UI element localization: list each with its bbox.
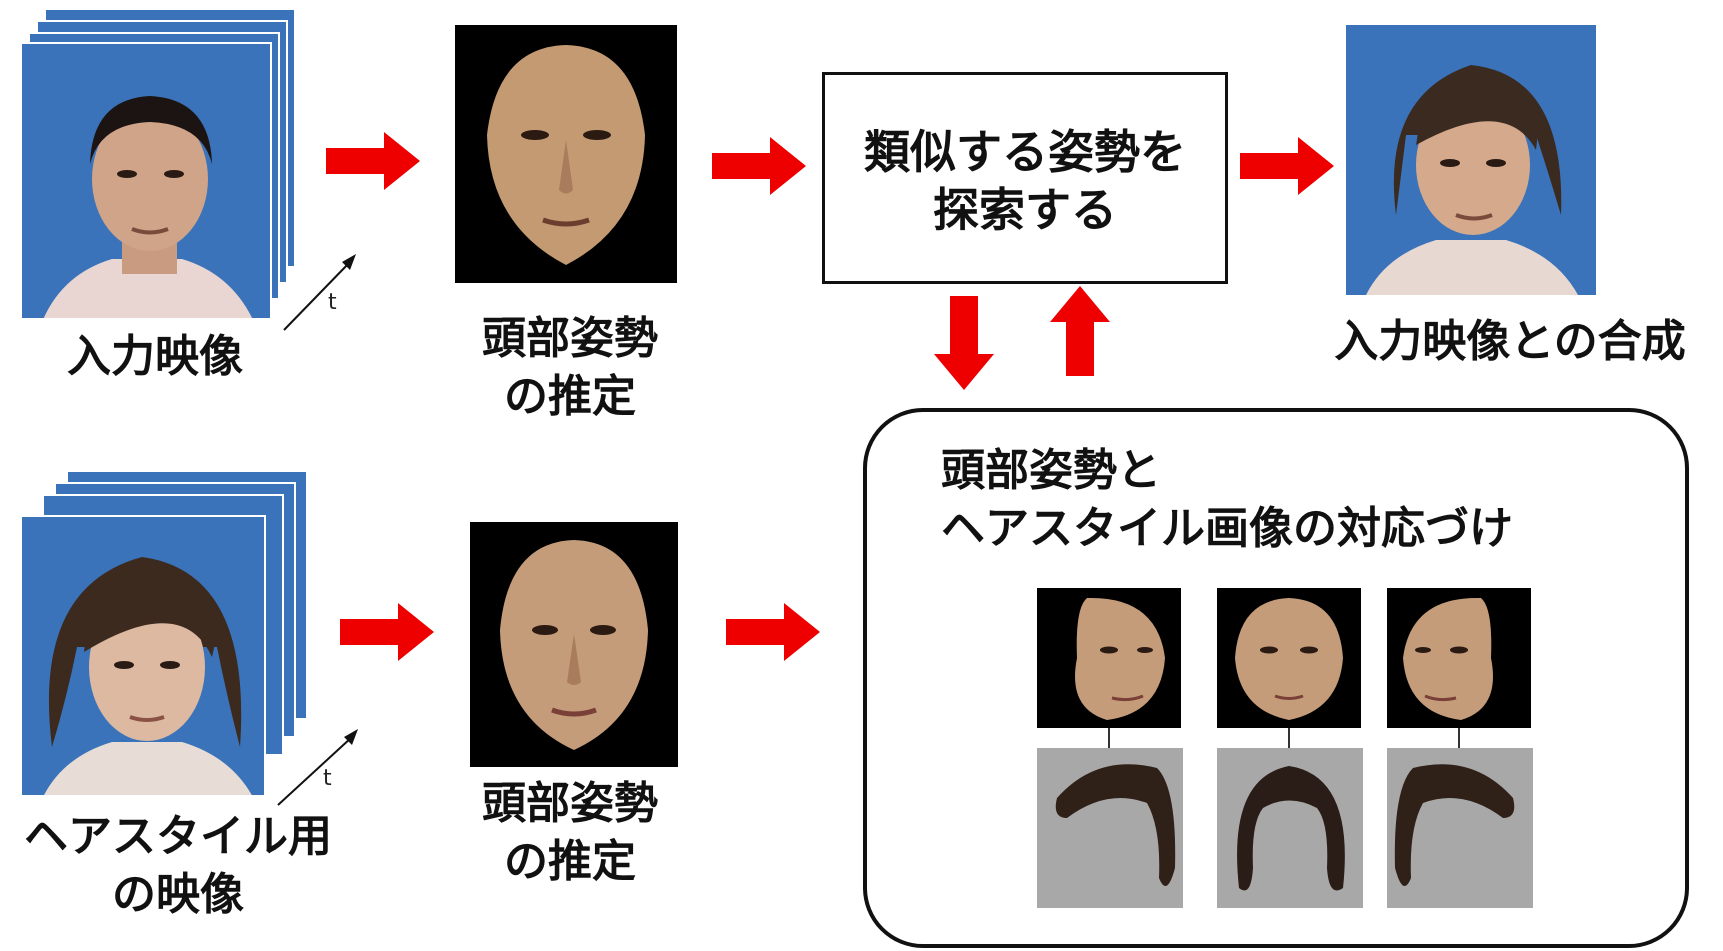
hairstyle-image-left	[1037, 748, 1183, 908]
connector-center	[1288, 728, 1290, 748]
time-label-2: t	[323, 766, 332, 791]
correspondence-title: 頭部姿勢と ヘアスタイル画像の対応づけ	[941, 445, 1513, 554]
hairstyle-image-right	[1387, 748, 1533, 908]
head-pose-face-top	[455, 25, 677, 283]
time-label: t	[328, 290, 337, 315]
head-pose-estimation-label-bottom: 頭部姿勢 の推定	[482, 778, 658, 887]
connector-left	[1108, 728, 1110, 748]
search-box-label: 類似する姿勢を 探索する	[864, 125, 1186, 237]
pose-face-right	[1387, 588, 1531, 728]
arrow-right-1	[326, 132, 420, 190]
composite-label: 入力映像との合成	[1334, 316, 1686, 367]
arrow-right-5	[726, 603, 820, 661]
head-pose-estimation-label-top: 頭部姿勢 の推定	[482, 313, 658, 422]
hairstyle-person-photo	[22, 517, 264, 795]
arrow-right-3	[1240, 137, 1334, 195]
input-video-frame	[20, 42, 272, 320]
composite-result-photo	[1346, 25, 1596, 295]
arrow-up	[1050, 286, 1110, 376]
time-axis-arrow-2	[277, 729, 358, 806]
arrow-right-2	[712, 137, 806, 195]
time-axis-arrow	[283, 254, 356, 331]
hairstyle-image-center	[1217, 748, 1363, 908]
search-similar-pose-box: 類似する姿勢を 探索する	[822, 72, 1228, 284]
pose-face-center	[1217, 588, 1361, 728]
hairstyle-video-frame	[20, 515, 266, 797]
pose-face-left	[1037, 588, 1181, 728]
pose-hairstyle-correspondence-box: 頭部姿勢と ヘアスタイル画像の対応づけ	[863, 408, 1689, 948]
connector-right	[1458, 728, 1460, 748]
head-pose-face-bottom	[470, 522, 678, 767]
input-person-photo	[22, 44, 270, 318]
input-video-label: 入力映像	[67, 331, 243, 382]
arrow-right-4	[340, 603, 434, 661]
arrow-down	[934, 296, 994, 390]
hairstyle-video-label: ヘアスタイル用 の映像	[24, 811, 332, 920]
